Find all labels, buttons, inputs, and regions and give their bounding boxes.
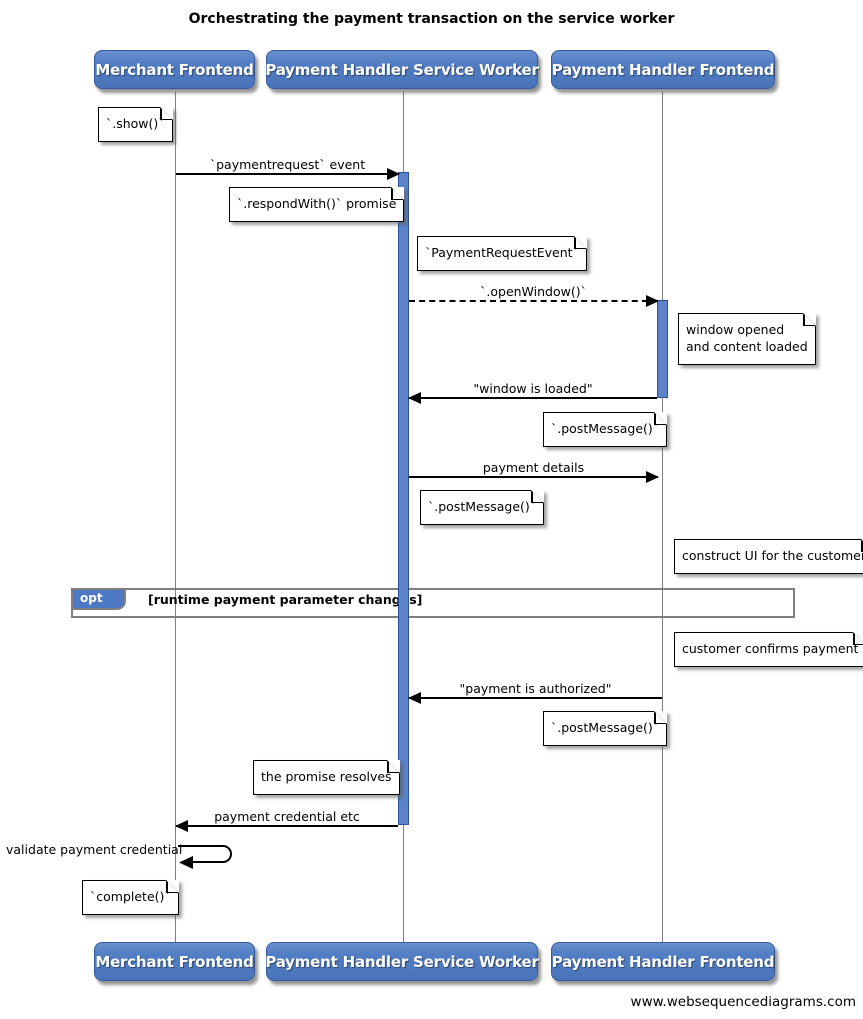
message-line bbox=[409, 471, 659, 483]
participant-bottom-merchant-frontend: Merchant Frontend bbox=[94, 942, 255, 981]
message-label: `paymentrequest` event bbox=[209, 157, 366, 172]
participant-top-payment-handler-service-worker: Payment Handler Service Worker bbox=[265, 50, 539, 89]
message-payment-details: payment details bbox=[409, 460, 659, 483]
message-payment-is-authorized: "payment is authorized" bbox=[408, 681, 662, 704]
message-label: `.openWindow()` bbox=[480, 284, 587, 299]
note-construct-ui: construct UI for the customer bbox=[674, 539, 863, 574]
note-complete: `complete()` bbox=[82, 880, 179, 915]
message-payment-credential-etc: payment credential etc bbox=[175, 809, 398, 832]
participant-label: Merchant Frontend bbox=[95, 60, 254, 79]
self-message-label: validate payment credential bbox=[6, 842, 183, 857]
watermark-websequencediagrams: www.websequencediagrams.com bbox=[630, 994, 856, 1010]
note-postmessage-1: `.postMessage()` bbox=[543, 412, 668, 447]
message-paymentrequest-event: `paymentrequest` event bbox=[176, 157, 400, 180]
opt-fragment-operator: opt bbox=[73, 590, 126, 610]
message-label: "window is loaded" bbox=[473, 381, 593, 396]
lifeline-payment-handler-frontend bbox=[662, 92, 663, 942]
participant-top-merchant-frontend: Merchant Frontend bbox=[94, 50, 255, 89]
note-fold-icon bbox=[860, 539, 863, 552]
activation-bar-service-worker bbox=[398, 172, 409, 825]
message-line bbox=[409, 295, 659, 307]
arrowhead-icon bbox=[175, 820, 188, 832]
message-label: "payment is authorized" bbox=[459, 681, 612, 696]
lifeline-merchant-frontend bbox=[175, 92, 176, 942]
note-respondwith-promise: `.respondWith()` promise bbox=[229, 187, 405, 222]
participant-top-payment-handler-frontend: Payment Handler Frontend bbox=[551, 50, 775, 89]
opt-fragment-guard: [runtime payment parameter changes] bbox=[148, 592, 423, 607]
message-label: payment credential etc bbox=[214, 809, 360, 824]
opt-fragment-frame: opt [runtime payment parameter changes] bbox=[71, 588, 795, 618]
note-postmessage-3: `.postMessage()` bbox=[543, 711, 668, 746]
message-openwindow: `.openWindow()` bbox=[409, 284, 659, 307]
participant-bottom-payment-handler-service-worker: Payment Handler Service Worker bbox=[265, 942, 539, 981]
participant-label: Payment Handler Frontend bbox=[551, 60, 775, 79]
note-show: `.show()` bbox=[98, 107, 173, 142]
diagram-title: Orchestrating the payment transaction on… bbox=[188, 11, 675, 27]
message-label: payment details bbox=[482, 460, 585, 475]
arrowhead-icon bbox=[408, 392, 421, 404]
message-line bbox=[175, 820, 398, 832]
participant-label: Merchant Frontend bbox=[95, 952, 254, 971]
participant-label: Payment Handler Service Worker bbox=[265, 60, 539, 79]
message-window-is-loaded: "window is loaded" bbox=[408, 381, 657, 404]
participant-bottom-payment-handler-frontend: Payment Handler Frontend bbox=[551, 942, 775, 981]
arrowhead-icon bbox=[387, 168, 400, 180]
self-message-loop-arrow bbox=[178, 845, 232, 869]
message-line bbox=[408, 392, 657, 404]
note-customer-confirms: customer confirms payment bbox=[674, 632, 863, 667]
message-line bbox=[176, 168, 400, 180]
arrowhead-icon bbox=[646, 471, 659, 483]
participant-label: Payment Handler Frontend bbox=[551, 952, 775, 971]
message-line bbox=[408, 692, 662, 704]
arrowhead-icon bbox=[408, 692, 421, 704]
note-paymentrequestevent: `PaymentRequestEvent` bbox=[417, 236, 587, 271]
note-promise-resolves: the promise resolves bbox=[253, 760, 400, 795]
activation-bar-payment-handler-frontend bbox=[657, 300, 668, 398]
participant-label: Payment Handler Service Worker bbox=[265, 952, 539, 971]
arrowhead-icon bbox=[646, 295, 659, 307]
note-postmessage-2: `.postMessage()` bbox=[420, 490, 545, 525]
note-window-opened: window opened and content loaded bbox=[678, 313, 816, 365]
